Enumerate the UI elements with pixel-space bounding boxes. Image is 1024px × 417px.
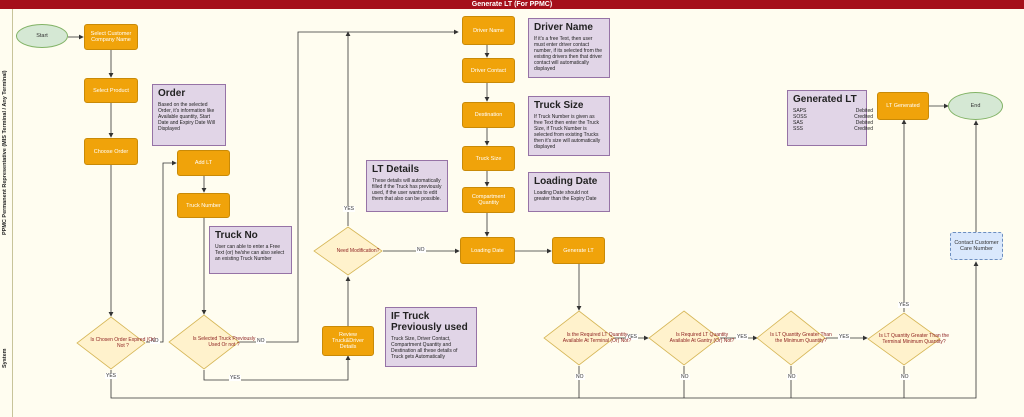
truck-size-note-body: If Truck Number is given as free Text th… [534, 114, 601, 150]
generated-lt-row: SAS Debited [793, 120, 873, 126]
edge-label-no: NO [150, 338, 160, 344]
generated-lt-row: SAPS Debited [793, 108, 873, 114]
generated-lt-row: SOSS Credited [793, 114, 873, 120]
lt-code: SOSS [793, 114, 807, 120]
order-note-title: Order [158, 88, 186, 99]
driver-name-step: Driver Name [462, 16, 515, 45]
review-truck-driver-step: Review Truck&Driver Details [322, 326, 374, 356]
driver-contact-step: Driver Contact [462, 58, 515, 83]
qty-terminal-decision: Is the Required LT Quantity Available At… [543, 310, 631, 366]
destination-step: Destination [462, 102, 515, 128]
lt-details-note: LT Details These details will automatica… [366, 160, 448, 212]
loading-date-note: Loading Date Loading Date should not gre… [528, 172, 610, 212]
order-note: Order Based on the selected Order, it's … [152, 84, 226, 146]
start-node: Start [16, 24, 68, 48]
edge-label-yes: YES [736, 334, 749, 340]
driver-name-note-title: Driver Name [534, 22, 593, 33]
truck-used-decision: Is Selected Truck Previously Used Or not… [168, 314, 255, 370]
driver-name-note: Driver Name If it's a free Text, then us… [528, 18, 610, 78]
select-customer-step: Select Customer Company Name [84, 24, 138, 50]
order-note-body: Based on the selected Order, it's inform… [158, 102, 215, 132]
edge-label-no: NO [416, 247, 426, 253]
loading-date-note-body: Loading Date should not greater than the… [534, 190, 597, 202]
loading-date-step: Loading Date [460, 237, 515, 264]
truck-size-step: Truck Size [462, 146, 515, 171]
lt-status: Credited [854, 114, 873, 120]
diagram-title: Generate LT (For PPMC) [0, 0, 1024, 9]
lt-code: SSS [793, 126, 804, 132]
lt-details-note-body: These details will automatically filled … [372, 178, 442, 202]
edge-label-yes: YES [343, 206, 356, 212]
lt-status: Debited [855, 108, 873, 114]
lt-status: Debited [855, 120, 873, 126]
lt-generated-step: LT Generated [877, 92, 929, 120]
lt-status: Credited [854, 126, 873, 132]
generated-lt-note: Generated LT SAPS Debited SOSS Credited SA… [787, 90, 873, 146]
edge-label-yes: YES [626, 334, 639, 340]
truck-previously-used-note-title: IF Truck Previously used [391, 311, 468, 333]
edge-label-no: NO [900, 374, 910, 380]
compartment-quantity-step: Compartment Quantity [462, 187, 515, 213]
loading-date-note-title: Loading Date [534, 176, 598, 187]
lane-header-representative [0, 9, 13, 296]
order-expired-decision: Is Chosen Order Expired (Or) Not ? [76, 316, 156, 370]
swimlane-system [0, 296, 1024, 417]
lt-details-note-title: LT Details [372, 164, 420, 175]
edge-label-yes: YES [105, 373, 118, 379]
qty-gantry-decision: Is Required LT Quantity Available At Gan… [648, 310, 734, 366]
end-node: End [948, 92, 1003, 120]
edge-bottom-contact [110, 261, 979, 399]
generated-lt-note-title: Generated LT [793, 94, 857, 105]
truck-size-note-title: Truck Size [534, 100, 584, 111]
edge-label-yes: YES [898, 302, 911, 308]
edge-label-no: NO [575, 374, 585, 380]
truck-no-note: Truck No User can able to enter a Free T… [209, 226, 292, 274]
edge-label-yes: YES [229, 375, 242, 381]
truck-no-note-title: Truck No [215, 230, 258, 241]
edge-used-drivername [239, 29, 459, 343]
qty-minimum-decision: Is LT Quantity Greater Than the Minimum … [756, 310, 832, 366]
choose-order-step: Choose Order [84, 138, 138, 165]
contact-customer-care-step: Contact Customer Care Number [950, 232, 1003, 260]
edge-label-yes: YES [838, 334, 851, 340]
select-product-step: Select Product [84, 78, 138, 103]
driver-name-note-body: If it's a free Text, then user must ente… [534, 36, 603, 72]
lane-header-system [0, 296, 13, 417]
truck-size-note: Truck Size If Truck Number is given as f… [528, 96, 610, 156]
qty-terminal-minimum-decision: Is LT Quantity Greater Than the Terminal… [867, 312, 949, 366]
truck-number-step: Truck Number [177, 193, 230, 218]
edge-label-no: NO [256, 338, 266, 344]
edge-label-no: NO [787, 374, 797, 380]
lt-code: SAS [793, 120, 804, 126]
generated-lt-row: SSS Credited [793, 126, 873, 132]
truck-no-note-body: User can able to enter a Free Text (or) … [215, 244, 285, 262]
truck-previously-used-note: IF Truck Previously used Truck Size, Dri… [385, 307, 477, 367]
lt-code: SAPS [793, 108, 807, 114]
add-lt-step: Add LT [177, 150, 230, 176]
generate-lt-step: Generate LT [552, 237, 605, 264]
need-modification-decision: Need Modification? [313, 226, 383, 276]
truck-previously-used-note-body: Truck Size, Driver Contact, Compartment … [391, 336, 458, 360]
edge-label-no: NO [680, 374, 690, 380]
edge-used-review [203, 355, 351, 381]
